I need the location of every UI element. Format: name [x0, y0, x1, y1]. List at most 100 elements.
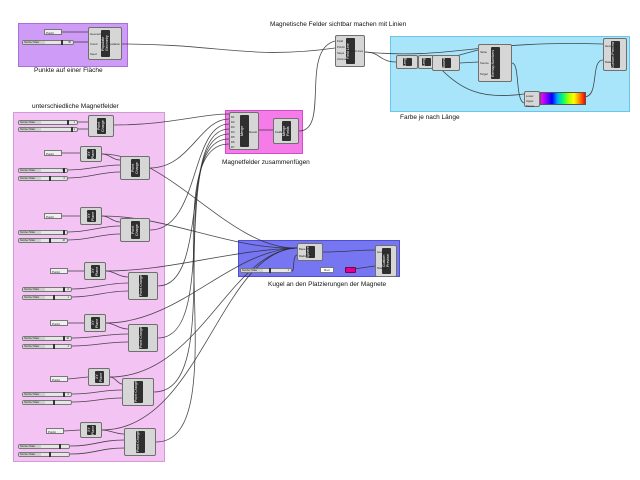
- input-port[interactable]: Upper: [526, 99, 534, 103]
- slider-knob[interactable]: [49, 452, 51, 457]
- sphere-component[interactable]: Sphere Base Radius: [297, 243, 323, 261]
- input-port[interactable]: D5: [231, 135, 235, 139]
- slider-knob[interactable]: [63, 168, 65, 173]
- remap-numbers-component[interactable]: Remap Numbers Value Source Target: [478, 44, 512, 82]
- input-port[interactable]: Radius: [299, 254, 308, 258]
- decay-slider-3[interactable]: Number Slider 16: [18, 238, 68, 243]
- slider-knob[interactable]: [269, 268, 271, 273]
- spin-force-component-2[interactable]: Point Charge: [120, 156, 150, 180]
- input-port[interactable]: Geometry: [605, 44, 618, 48]
- point-charge-component-1[interactable]: Point Charge: [88, 115, 114, 137]
- radius-slider[interactable]: Number Slider 1: [240, 268, 292, 273]
- decay-slider-1[interactable]: Number Slider 1: [18, 120, 78, 125]
- input-port[interactable]: Field: [337, 39, 344, 43]
- point-panel-2[interactable]: Punkt: [44, 150, 62, 156]
- decay-slider-2[interactable]: Number Slider 0: [18, 176, 68, 181]
- slider-knob[interactable]: [49, 238, 51, 243]
- input-port[interactable]: Value: [480, 50, 487, 54]
- spin-force-component-6[interactable]: Point Charge: [122, 378, 154, 406]
- xy-plane-component-2[interactable]: XY Plane: [80, 146, 102, 162]
- input-port[interactable]: D3: [231, 125, 235, 129]
- slider-knob[interactable]: [59, 444, 61, 449]
- point-param-top[interactable]: Punkt: [44, 29, 62, 35]
- input-port[interactable]: Material: [377, 266, 387, 270]
- charge-slider-5[interactable]: Number Slider 16: [22, 336, 72, 341]
- xy-plane-component-5[interactable]: XY Plane: [84, 314, 106, 332]
- xy-plane-component-7[interactable]: XY Plane: [80, 422, 102, 438]
- point-panel-7[interactable]: Punkt: [46, 428, 64, 434]
- spin-force-component-3[interactable]: Point Charge: [120, 218, 150, 242]
- slider-knob[interactable]: [53, 400, 55, 405]
- output-port[interactable]: Population: [106, 42, 120, 46]
- length-component[interactable]: Length: [396, 55, 418, 69]
- charge-slider-6[interactable]: Number Slider 0: [22, 392, 72, 397]
- input-port[interactable]: Geometry: [90, 32, 103, 36]
- merge-fields-component[interactable]: Merge Fields Fields: [273, 118, 299, 144]
- populate-geometry-component[interactable]: Populate Geometry Geometry Count Seed Po…: [88, 27, 122, 60]
- slider-knob[interactable]: [63, 392, 65, 397]
- custom-preview-top[interactable]: Custom Preview Geometry Material: [603, 38, 627, 71]
- input-port[interactable]: Target: [480, 72, 488, 76]
- spin-force-component-7[interactable]: Point Charge: [124, 428, 156, 456]
- slider-knob[interactable]: [63, 336, 65, 341]
- input-port[interactable]: D1: [231, 115, 235, 119]
- decay-slider-4[interactable]: Number Slider 1: [22, 295, 72, 300]
- input-port[interactable]: Param: [526, 104, 535, 108]
- input-port[interactable]: Fields: [275, 130, 283, 134]
- decay-slider-5[interactable]: Number Slider 4: [22, 344, 72, 349]
- point-panel-6[interactable]: Punkt: [50, 376, 68, 382]
- bounds-slider-1[interactable]: Number Slider 1: [18, 127, 78, 132]
- output-port[interactable]: Field Lines: [349, 49, 363, 53]
- bounds-component[interactable]: Bounds: [432, 55, 460, 71]
- material-swatch[interactable]: [345, 267, 356, 273]
- input-port[interactable]: Material: [605, 60, 615, 64]
- count-slider[interactable]: Number Slider 60: [22, 40, 74, 45]
- custom-preview-sphere[interactable]: Custom Preview Geometry Material: [375, 245, 397, 277]
- charge-slider-3[interactable]: Number Slider 1: [18, 230, 68, 235]
- slider-knob[interactable]: [67, 120, 69, 125]
- output-port[interactable]: Result: [249, 130, 257, 134]
- boolean-toggle[interactable]: Bool: [320, 267, 334, 273]
- spin-force-component-5[interactable]: Point Charge: [128, 324, 158, 352]
- point-panel-4[interactable]: Punkt: [50, 268, 68, 274]
- input-port[interactable]: Geometry: [377, 250, 390, 254]
- decay-slider-6[interactable]: Number Slider: [22, 400, 72, 405]
- input-port[interactable]: Seed: [90, 52, 97, 56]
- group-label-lines: Magnetische Felder sichtbar machen mit L…: [270, 21, 407, 28]
- input-port[interactable]: D2: [231, 120, 235, 124]
- slider-knob[interactable]: [63, 230, 65, 235]
- point-panel-5[interactable]: Punkt: [50, 320, 68, 326]
- gradient-component[interactable]: Lower Upper Param: [524, 91, 540, 108]
- charge-slider-2[interactable]: Number Slider 50: [18, 168, 68, 173]
- input-port[interactable]: D7: [231, 145, 235, 149]
- gradient-color-bar[interactable]: [540, 92, 586, 105]
- input-port[interactable]: Source: [480, 61, 489, 65]
- xy-plane-component-6[interactable]: XY Plane: [88, 368, 110, 386]
- input-port[interactable]: Points: [337, 45, 345, 49]
- slider-knob[interactable]: [61, 40, 63, 45]
- input-port[interactable]: Base: [299, 247, 306, 251]
- input-port[interactable]: D6: [231, 140, 235, 144]
- merge-component[interactable]: Merge D1 D2 D3 D4 D5 D6 D7 Result: [229, 112, 259, 150]
- charge-slider-4[interactable]: Number Slider 0: [22, 287, 72, 292]
- field-line-component[interactable]: Field Line Field Points Steps Accuracy F…: [335, 35, 365, 67]
- xy-plane-component-3[interactable]: XY Plane: [80, 207, 102, 225]
- slider-knob[interactable]: [71, 127, 73, 132]
- input-port[interactable]: Steps: [337, 51, 345, 55]
- decay-slider-7[interactable]: Number Slider: [18, 452, 70, 457]
- slider-knob[interactable]: [49, 176, 51, 181]
- point-panel-3[interactable]: Punkt: [44, 213, 62, 219]
- input-port[interactable]: Count: [90, 42, 98, 46]
- wire: [153, 138, 230, 393]
- slider-knob[interactable]: [63, 287, 65, 292]
- input-port[interactable]: Lower: [526, 94, 534, 98]
- slider-knob[interactable]: [53, 344, 55, 349]
- slider-label: Number Slider: [23, 393, 45, 396]
- spin-force-component-4[interactable]: Point Charge: [128, 272, 158, 300]
- slider-knob[interactable]: [53, 295, 55, 300]
- input-port[interactable]: Accuracy: [337, 57, 349, 61]
- charge-slider-7[interactable]: Number Slider: [18, 444, 70, 449]
- xy-plane-component-4[interactable]: XY Plane: [84, 262, 106, 280]
- input-port[interactable]: D4: [231, 130, 235, 134]
